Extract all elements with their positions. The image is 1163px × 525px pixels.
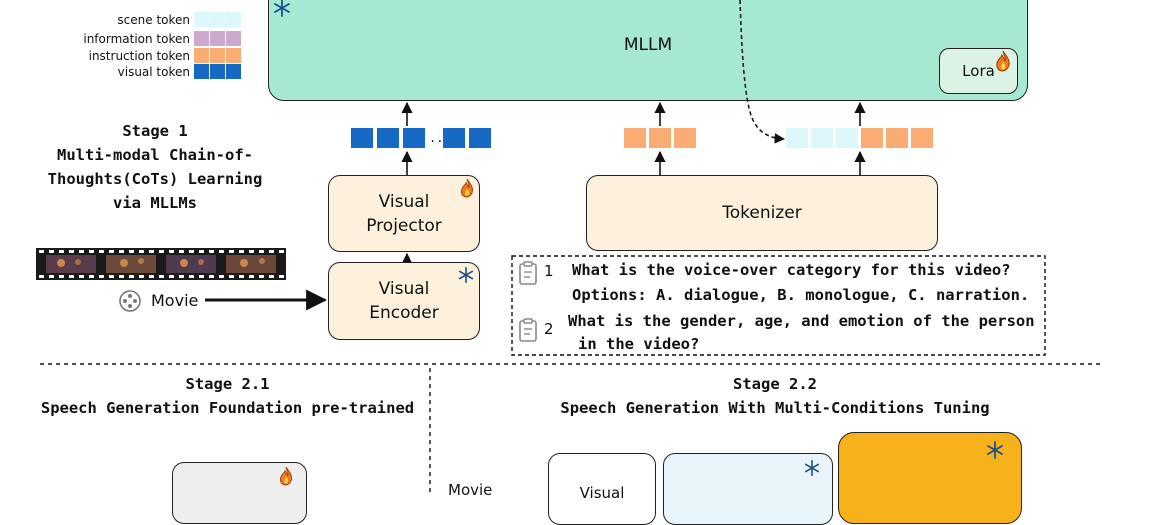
title-line: via MLLMs bbox=[113, 194, 197, 212]
legend-visual: visual token bbox=[40, 64, 245, 80]
stage1-title: Stage 1 Multi-modal Chain-of- Thoughts(C… bbox=[20, 119, 290, 215]
flame-icon bbox=[996, 50, 1010, 72]
swatch bbox=[210, 48, 225, 63]
legend-information: information token bbox=[40, 31, 245, 47]
snowflake-icon bbox=[274, 0, 290, 17]
lora-label: Lora bbox=[962, 62, 995, 80]
label-line: Projector bbox=[366, 215, 442, 236]
swatch bbox=[210, 31, 225, 46]
legend-label: instruction token bbox=[88, 49, 190, 63]
legend-swatches bbox=[194, 64, 242, 79]
title-line: Speech Generation With Multi-Conditions … bbox=[560, 399, 990, 417]
visual-token bbox=[469, 128, 491, 148]
connectors bbox=[40, 0, 1100, 495]
title-line: Stage 1 bbox=[122, 122, 188, 140]
film-reel-icon bbox=[119, 290, 141, 312]
swatch bbox=[194, 31, 209, 46]
swatch bbox=[210, 12, 225, 27]
visual-encoder-label: Visual Encoder bbox=[369, 277, 439, 325]
bottom-visual-block: Visual bbox=[548, 453, 656, 525]
title-line: Thoughts(CoTs) Learning bbox=[47, 170, 263, 188]
scene-instruction-token-bar bbox=[786, 128, 933, 148]
legend-swatches bbox=[194, 31, 242, 46]
tokenizer-label: Tokenizer bbox=[722, 203, 802, 223]
visual-encoder-block: Visual Encoder bbox=[328, 262, 480, 340]
mllm-label: MLLM bbox=[623, 35, 673, 55]
swatch bbox=[194, 64, 209, 79]
label-line: Encoder bbox=[369, 303, 439, 323]
legend-swatches bbox=[194, 12, 242, 27]
stage21-title: Stage 2.1 Speech Generation Foundation p… bbox=[20, 372, 435, 420]
visual-projector-label: Visual Projector bbox=[366, 190, 442, 238]
flame-icon bbox=[279, 466, 292, 486]
flame-icon bbox=[460, 178, 473, 198]
swatch bbox=[226, 48, 241, 63]
snowflake-icon bbox=[458, 266, 474, 284]
title-line: Stage 2.2 bbox=[733, 375, 817, 393]
instruction-token bbox=[624, 128, 646, 148]
title-line: Multi-modal Chain-of- bbox=[57, 146, 253, 164]
token-ellipsis: ... bbox=[429, 131, 451, 145]
swatch bbox=[194, 12, 209, 27]
legend-label: information token bbox=[83, 32, 190, 46]
swatch bbox=[210, 64, 225, 79]
bottom-visual-label: Visual bbox=[579, 484, 625, 502]
visual-token bbox=[403, 128, 425, 148]
title-line: Stage 2.1 bbox=[185, 375, 270, 393]
scene-token bbox=[786, 128, 808, 148]
snowflake-icon bbox=[804, 459, 820, 477]
swatch bbox=[226, 31, 241, 46]
movie-label: Movie bbox=[151, 291, 199, 310]
visual-token-bar: ... bbox=[351, 128, 491, 148]
swatch bbox=[226, 64, 241, 79]
instruction-token bbox=[886, 128, 908, 148]
question-number: 2 bbox=[544, 320, 554, 338]
label-line: Visual bbox=[378, 191, 430, 212]
stage22-title: Stage 2.2 Speech Generation With Multi-C… bbox=[530, 372, 1020, 420]
instruction-token bbox=[649, 128, 671, 148]
swatch bbox=[194, 48, 209, 63]
clipboard-icon bbox=[519, 318, 537, 342]
title-line: Speech Generation Foundation pre-trained bbox=[40, 399, 415, 417]
tokenizer-block: Tokenizer bbox=[586, 175, 938, 251]
visual-projector-block: Visual Projector bbox=[328, 175, 480, 252]
legend-instruction: instruction token bbox=[40, 48, 245, 64]
instruction-token bbox=[674, 128, 696, 148]
visual-token bbox=[351, 128, 373, 148]
mllm-block: MLLM bbox=[268, 0, 1028, 101]
question-1-line2: Options: A. dialogue, B. monologue, C. n… bbox=[572, 286, 1030, 304]
clipboard-icon bbox=[519, 261, 537, 285]
bottom-movie-label: Movie bbox=[448, 481, 493, 499]
visual-token bbox=[377, 128, 399, 148]
label-line: Visual bbox=[378, 279, 430, 299]
visual-token bbox=[443, 128, 465, 148]
question-number: 1 bbox=[544, 262, 554, 280]
snowflake-icon bbox=[987, 441, 1003, 459]
legend-scene: scene token bbox=[40, 12, 245, 28]
film-strip bbox=[36, 248, 286, 280]
instruction-token bbox=[861, 128, 883, 148]
scene-token bbox=[811, 128, 833, 148]
legend-label: scene token bbox=[117, 13, 190, 27]
legend-label: visual token bbox=[117, 65, 190, 79]
question-1-line1: What is the voice-over category for this… bbox=[572, 261, 1011, 279]
question-2-line2: in the video? bbox=[578, 335, 700, 353]
scene-token bbox=[836, 128, 858, 148]
swatch bbox=[226, 12, 241, 27]
instruction-token bbox=[911, 128, 933, 148]
instruction-token-bar bbox=[624, 128, 696, 148]
question-2-line1: What is the gender, age, and emotion of … bbox=[568, 312, 1035, 330]
legend-swatches bbox=[194, 48, 242, 63]
